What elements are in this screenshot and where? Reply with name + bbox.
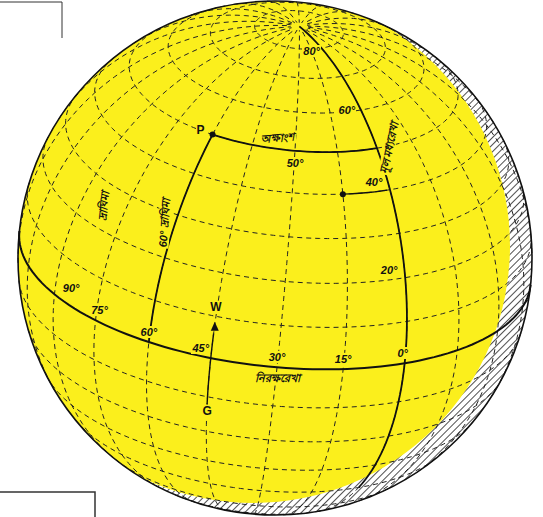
graticule-line	[28, 330, 501, 442]
reference-line	[343, 190, 387, 194]
point-marker	[340, 191, 346, 197]
graticule-label: 90°	[62, 282, 81, 294]
graticule-label: 60°	[338, 104, 357, 116]
graticule-line	[129, 28, 458, 152]
graticule-label: 30°	[268, 351, 287, 363]
graticule-line	[174, 494, 325, 514]
graticule-label: 60° দ্রাঘিমা	[156, 198, 172, 249]
graticule-label: 20°	[380, 264, 399, 276]
graticule-line	[43, 137, 524, 284]
point-letter: W	[209, 301, 222, 314]
graticule-line	[147, 29, 295, 502]
graticule	[18, 1, 532, 515]
graticule-line	[27, 183, 531, 328]
graticule-line	[296, 2, 299, 23]
graticule-label: 75°	[90, 304, 109, 316]
graticule-line	[116, 460, 389, 507]
graticule-line	[210, 2, 385, 78]
graticule-line	[53, 28, 292, 458]
graticule-line	[308, 26, 494, 123]
graticule-line	[206, 30, 297, 510]
graticule-line	[267, 1, 297, 22]
point-letter: P	[196, 124, 206, 137]
reference-line	[149, 135, 213, 342]
graticule-label: দ্রাঘিমা	[96, 190, 111, 222]
graticule-label: 15°	[334, 353, 353, 365]
graticule-line	[19, 281, 521, 408]
graticule-line	[308, 28, 524, 397]
reference-line	[299, 26, 407, 487]
frame-fragment	[0, 2, 62, 38]
graticule-line	[66, 95, 509, 239]
graticule-line	[302, 6, 325, 23]
reference-line	[207, 358, 211, 404]
graticule-line	[255, 11, 344, 50]
graticule-line	[308, 27, 532, 253]
graticule-line	[306, 30, 459, 501]
graticule-label: 40°	[365, 176, 384, 188]
point-letter: G	[201, 405, 212, 418]
graticule-label: 60°	[140, 326, 159, 338]
graticule-label: 80°	[302, 45, 321, 57]
globe-outline	[18, 1, 532, 515]
graticule-label: 50°	[286, 157, 305, 169]
graticule-line	[76, 420, 436, 492]
graticule-label: মূল মধ্যরেখা	[377, 120, 400, 175]
graticule-line	[27, 27, 291, 393]
point-marker	[210, 132, 216, 138]
graticule-label: নিরক্ষরেখা	[254, 372, 301, 384]
graticule-label: অক্ষাংশ	[259, 131, 296, 146]
graticule-line	[95, 58, 487, 195]
graticule-line	[94, 29, 293, 488]
graticule-label: 0°	[396, 347, 409, 359]
reference-line	[211, 333, 214, 358]
arrow-head	[211, 322, 219, 331]
graticule-line	[304, 12, 355, 24]
graticule-line	[59, 21, 291, 119]
reference-line	[19, 231, 530, 369]
frame-fragment	[0, 492, 95, 517]
graticule-label: 45°	[191, 342, 210, 354]
graticule-line	[168, 6, 424, 113]
